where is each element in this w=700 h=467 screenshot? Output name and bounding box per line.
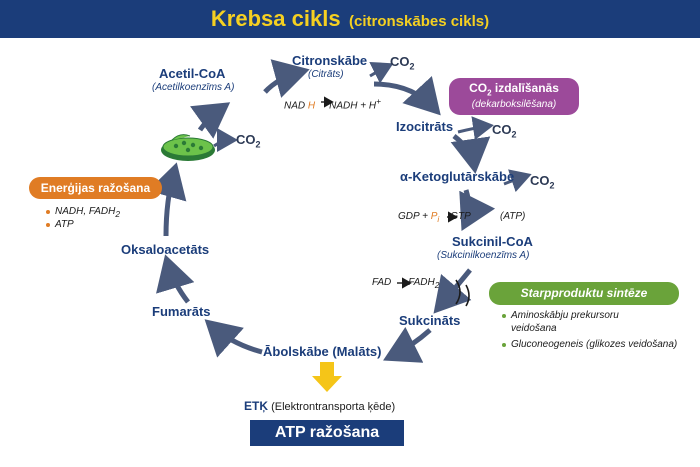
node-ketoglutarate: α-Ketoglutārskābe xyxy=(400,169,515,184)
node-citrate-sub: (Citrāts) xyxy=(308,69,344,80)
arrow-ketoglutarate-to-succinylcoa xyxy=(459,189,496,231)
node-oxaloacetate: Oksaloacetāts xyxy=(121,242,210,257)
node-acetyl-coa-sub: (Acetilkoenzīms A) xyxy=(152,82,235,93)
arrow-co2-citrate xyxy=(369,61,394,84)
energy-list: NADH, FADH2 ATP xyxy=(46,206,120,232)
node-succinyl-coa-sub: (Sukcinilkoenzīms A) xyxy=(437,250,530,261)
title-main: Krebsa cikls xyxy=(210,6,341,31)
node-malate: Ābolskābe (Malāts) xyxy=(263,344,382,359)
callout-decarboxylation: CO2 izdalīšanās (dekarboksilēšana) xyxy=(449,78,579,115)
title-subtitle: (citronskābes cikls) xyxy=(349,13,490,30)
arrow-malate-to-fumarate xyxy=(204,319,263,358)
arrow-isocitrate-to-ketoglutarate xyxy=(450,134,491,174)
list-item: NADH, FADH2 xyxy=(46,206,120,219)
co2-label-ketoglutarate: CO2 xyxy=(530,173,555,191)
arrow-co2-ketoglutarate xyxy=(503,169,532,193)
node-isocitrate: Izocitrāts xyxy=(396,119,454,134)
atp-production-box: ATP ražošana xyxy=(250,420,404,446)
node-succinate: Sukcināts xyxy=(399,313,461,328)
page-title: Krebsa cikls (citronskābes cikls) xyxy=(0,6,700,32)
callout-energy: Enerģijas ražošana xyxy=(29,177,162,199)
arrow-acetyl-to-citrate xyxy=(263,59,310,98)
reaction-gdp-atp: (ATP) xyxy=(500,211,526,222)
node-citrate: Citronskābe xyxy=(292,53,368,68)
arrow-complex-to-acetyl xyxy=(190,102,231,139)
node-acetyl-coa: Acetil-CoA xyxy=(159,66,226,81)
list-item: Gluconeogeneis (glikozes veidošana) xyxy=(502,339,677,352)
down-arrow-icon xyxy=(312,362,342,392)
arrow-co2-complex xyxy=(213,128,238,153)
node-fumarate: Fumarāts xyxy=(152,304,211,319)
arrow-citrate-to-isocitrate xyxy=(373,76,441,116)
etc-label: ETĶ (Elektrontransporta ķēde) xyxy=(244,399,396,413)
list-item: ATP xyxy=(46,219,120,232)
arrow-oxaloacetate-to-complex xyxy=(147,162,187,237)
arrow-fumarate-to-oxaloacetate xyxy=(156,254,195,304)
arrow-co2-isocitrate xyxy=(457,116,494,141)
co2-label-isocitrate: CO2 xyxy=(492,122,517,140)
arrow-succinate-to-malate xyxy=(383,326,432,363)
enzyme-complex-icon xyxy=(161,134,215,161)
co2-label-citrate: CO2 xyxy=(390,54,415,72)
header-bar: Krebsa cikls (citronskābes cikls) xyxy=(0,0,700,38)
bracket-fad-2 xyxy=(465,284,470,307)
arrow-succinylcoa-to-succinate xyxy=(433,268,472,314)
bracket-fad xyxy=(455,279,461,305)
callout-synthesis: Starpproduktu sintēze xyxy=(489,282,679,305)
node-succinyl-coa: Sukcinil-CoA xyxy=(452,234,533,249)
co2-label-complex: CO2 xyxy=(236,132,261,150)
